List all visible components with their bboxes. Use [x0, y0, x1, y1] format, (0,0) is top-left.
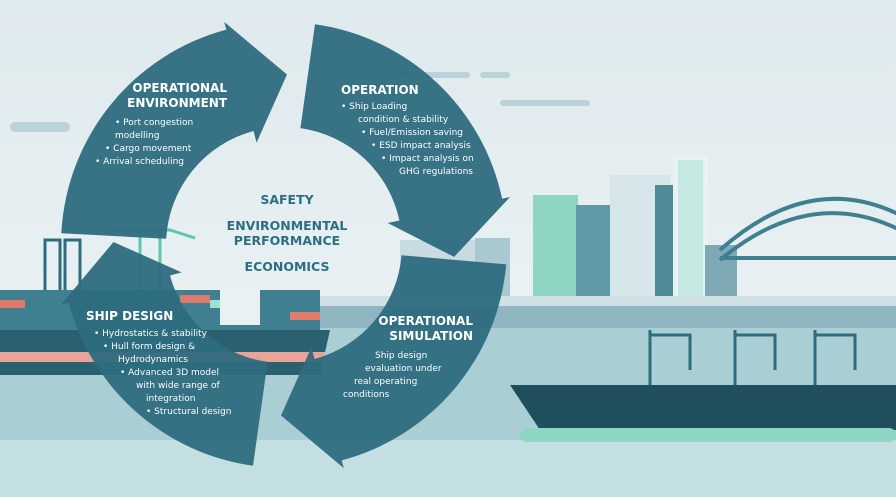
list-item: • Arrival scheduling: [95, 157, 184, 167]
list-item: • Hull form design &: [103, 342, 196, 352]
list-item: • Impact analysis on: [381, 154, 474, 164]
center-label-safety: SAFETY: [260, 192, 314, 207]
segment-operational-simulation: OPERATIONAL SIMULATION Ship design evalu…: [343, 314, 473, 402]
segment-operation: OPERATION • Ship Loading condition & sta…: [341, 83, 474, 179]
bridge: [718, 196, 896, 262]
list-item: integration: [146, 394, 196, 404]
cycle-arrow-operational-environment: [61, 21, 287, 239]
segment-title: ENVIRONMENT: [127, 96, 227, 110]
cycle-arrow-operational-simulation: [281, 255, 507, 469]
segment-ship-design: SHIP DESIGN • Hydrostatics & stability •…: [86, 309, 231, 419]
center-label-environmental: ENVIRONMENTAL: [226, 218, 348, 233]
list-item: with wide range of: [136, 381, 220, 391]
list-item: GHG regulations: [399, 167, 473, 177]
segment-title: OPERATIONAL: [378, 314, 473, 328]
list-item: Ship design: [375, 351, 428, 361]
center-label-economics: ECONOMICS: [244, 259, 330, 274]
tanker-ship: [510, 385, 896, 442]
center-label-performance: PERFORMANCE: [233, 233, 341, 248]
list-item: • Hydrostatics & stability: [94, 329, 207, 339]
list-item: • Fuel/Emission saving: [361, 128, 463, 138]
segment-title: OPERATIONAL: [132, 81, 227, 95]
segment-title: SHIP DESIGN: [86, 309, 174, 323]
list-item: • Structural design: [146, 407, 232, 417]
cycle-arrow-operation: [300, 24, 510, 257]
cranes: [43, 228, 857, 390]
segment-operational-environment: OPERATIONAL ENVIRONMENT • Port congestio…: [95, 81, 227, 169]
list-item: • Advanced 3D model: [120, 368, 220, 378]
list-item: condition & stability: [358, 115, 449, 125]
list-item: • ESD impact analysis: [371, 141, 471, 151]
list-item: • Cargo movement: [105, 144, 192, 154]
list-item: Hydrodynamics: [118, 355, 188, 365]
list-item: modelling: [115, 131, 160, 141]
segment-title: SIMULATION: [389, 329, 473, 343]
cycle-arrow-ship-design: [60, 242, 268, 466]
list-item: real operating: [354, 377, 418, 387]
list-item: evaluation under: [365, 364, 442, 374]
list-item: • Port congestion: [115, 118, 194, 128]
list-item: conditions: [343, 390, 390, 400]
segment-title: OPERATION: [341, 83, 419, 97]
list-item: • Ship Loading: [341, 102, 408, 112]
